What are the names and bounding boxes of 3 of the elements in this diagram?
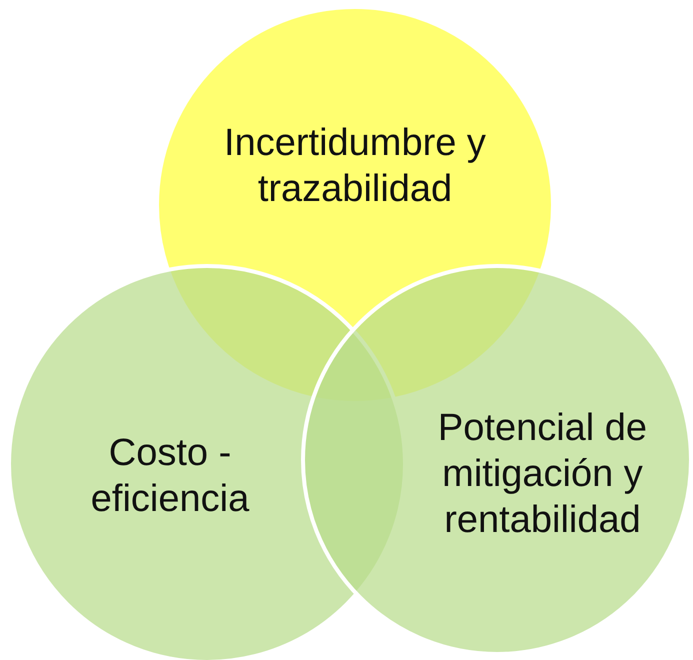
circle-label: Incertidumbre y trazabilidad — [223, 121, 487, 212]
circle-label: Potencial de mitigación y rentabilidad — [436, 406, 648, 543]
circle-label: Costo - eficiencia — [90, 431, 250, 522]
